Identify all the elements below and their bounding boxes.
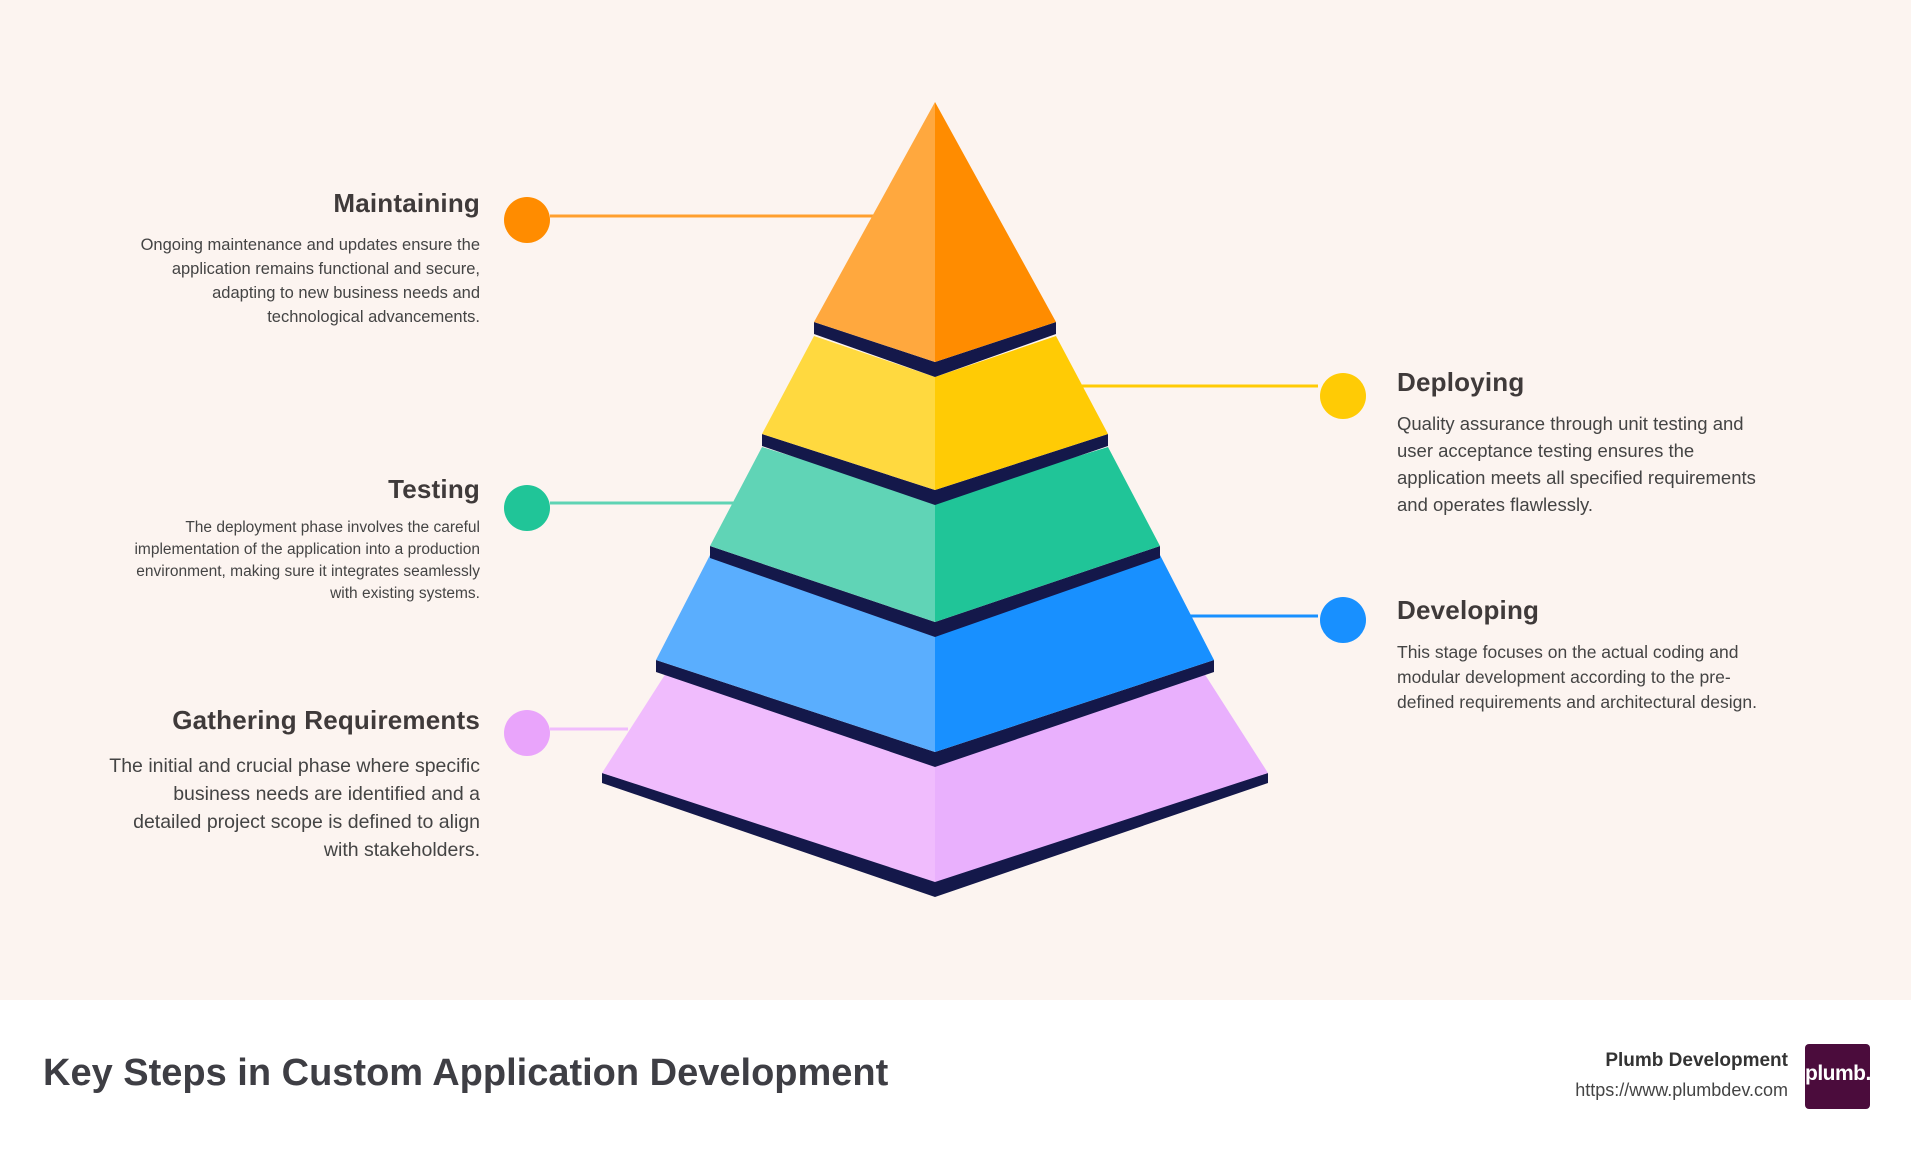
step-gathering-requirements: Gathering Requirements The initial and c… bbox=[100, 705, 480, 864]
step-title-gathering-requirements: Gathering Requirements bbox=[172, 705, 480, 735]
step-developing: Developing This stage focuses on the act… bbox=[1397, 595, 1757, 715]
step-description-maintaining: Ongoing maintenance and updates ensure t… bbox=[140, 236, 480, 326]
marker-deploying bbox=[1320, 373, 1366, 419]
step-deploying: Deploying Quality assurance through unit… bbox=[1397, 367, 1757, 518]
brand-logo[interactable]: plumb. bbox=[1805, 1044, 1870, 1109]
step-description-gathering-requirements: The initial and crucial phase where spec… bbox=[109, 755, 480, 861]
pyramid-diagram bbox=[504, 102, 1366, 897]
tier-gathering bbox=[602, 673, 1268, 897]
brand-logo-text: plumb. bbox=[1805, 1062, 1870, 1085]
step-maintaining: Maintaining Ongoing maintenance and upda… bbox=[120, 188, 480, 329]
footer-title: Key Steps in Custom Application Developm… bbox=[43, 1052, 889, 1094]
step-title-maintaining: Maintaining bbox=[333, 188, 480, 218]
step-title-developing: Developing bbox=[1397, 595, 1540, 625]
marker-gathering bbox=[504, 710, 550, 756]
step-description-deploying: Quality assurance through unit testing a… bbox=[1397, 413, 1756, 515]
step-testing: Testing The deployment phase involves th… bbox=[120, 474, 480, 605]
tier-maintaining bbox=[814, 102, 1056, 377]
marker-developing bbox=[1320, 597, 1366, 643]
tier-testing bbox=[710, 447, 1160, 637]
marker-maintaining bbox=[504, 197, 550, 243]
tier-deploying bbox=[762, 336, 1108, 505]
marker-testing bbox=[504, 485, 550, 531]
tier-developing bbox=[656, 555, 1214, 767]
step-description-testing: The deployment phase involves the carefu… bbox=[134, 519, 480, 602]
brand-url[interactable]: https://www.plumbdev.com bbox=[1575, 1080, 1788, 1100]
brand-name[interactable]: Plumb Development bbox=[1605, 1050, 1788, 1071]
step-title-deploying: Deploying bbox=[1397, 367, 1525, 397]
step-description-developing: This stage focuses on the actual coding … bbox=[1397, 642, 1757, 712]
step-title-testing: Testing bbox=[388, 474, 480, 504]
